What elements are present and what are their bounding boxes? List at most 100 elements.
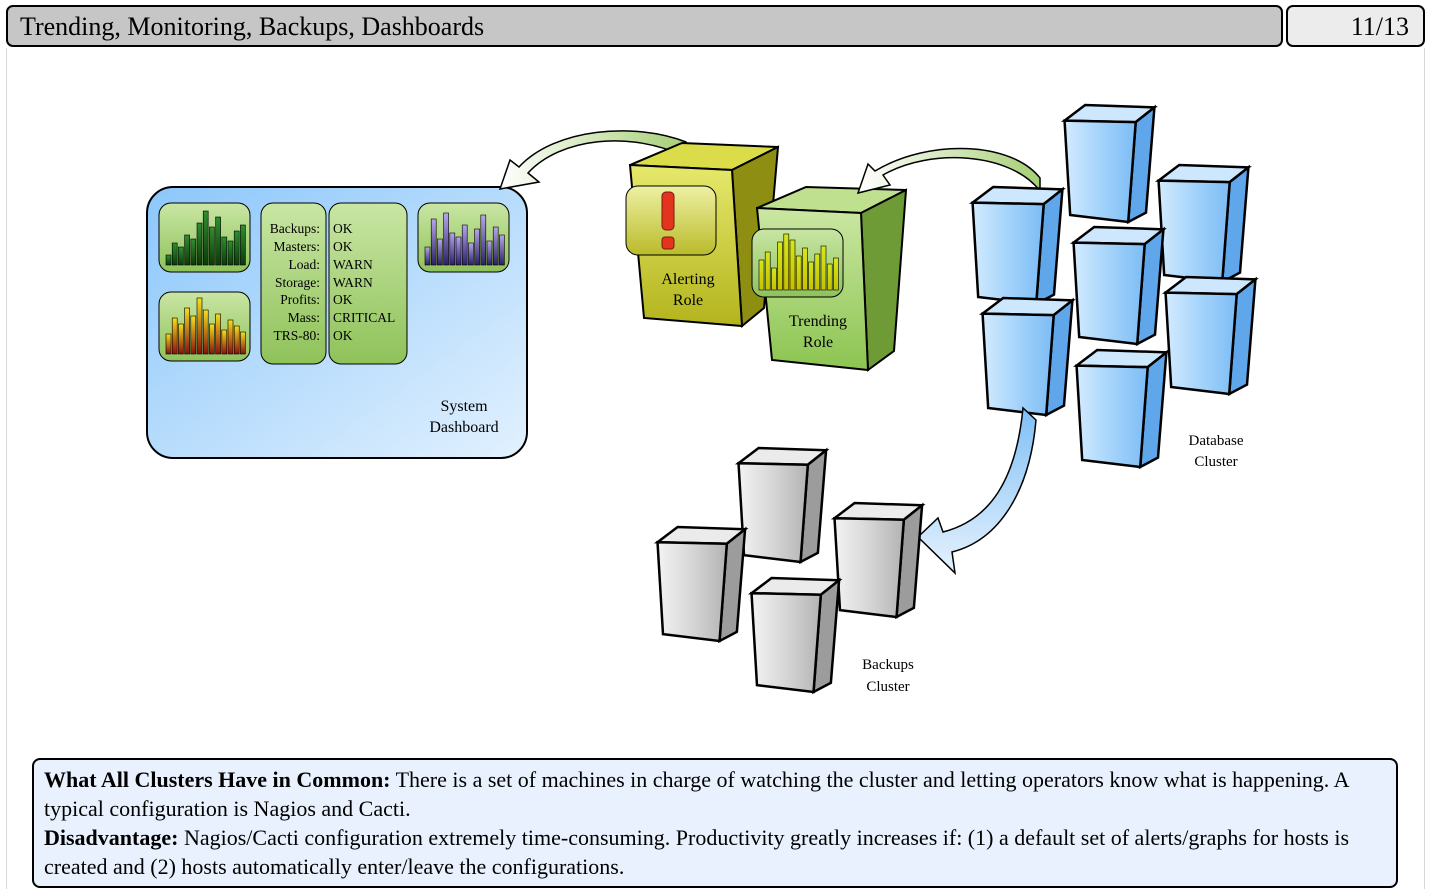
backup-server xyxy=(830,501,926,620)
backups-cluster-label-line1: Backups xyxy=(862,657,914,673)
dashboard-label-line1: System xyxy=(440,398,488,415)
chart-bar xyxy=(814,253,821,291)
status-key-mass: Mass: xyxy=(288,310,320,325)
chart-bar xyxy=(826,263,833,291)
database-server xyxy=(1154,163,1252,285)
trend-graph-icon xyxy=(751,228,844,298)
database-server xyxy=(1069,225,1167,347)
chart-bar xyxy=(789,239,796,291)
database-cluster-label-line1: Database xyxy=(1189,433,1244,449)
chart-bar xyxy=(764,251,771,291)
note-text-common: There is a set of machines in charge of … xyxy=(44,767,1349,821)
chart-bar xyxy=(171,242,178,266)
green-bar-chart-icon xyxy=(158,202,251,273)
chart-bar xyxy=(820,245,827,291)
status-value-profits: OK xyxy=(333,292,353,307)
status-key-load: Load: xyxy=(289,257,321,272)
status-value-storage: WARN xyxy=(333,275,373,290)
status-value-backups: OK xyxy=(333,221,353,236)
trending-role-server: Trending Role xyxy=(751,185,908,372)
status-value-trs80: OK xyxy=(333,328,353,343)
database-cluster-label-line2: Cluster xyxy=(1194,454,1237,470)
chart-bar xyxy=(202,309,209,355)
chart-bar xyxy=(771,267,777,291)
chart-bar xyxy=(424,246,431,266)
chart-bar xyxy=(492,226,499,266)
chart-bar xyxy=(227,240,234,266)
chart-bar xyxy=(808,261,814,291)
chart-bar xyxy=(474,228,480,266)
chart-bar xyxy=(190,238,197,266)
status-value-mass: CRITICAL xyxy=(333,310,395,325)
slide-title-bar: Trending, Monitoring, Backups, Dashboard… xyxy=(6,5,1283,47)
chart-bar xyxy=(802,247,808,291)
status-value-load: WARN xyxy=(333,257,373,272)
chart-bar xyxy=(461,224,468,266)
database-server xyxy=(978,296,1076,418)
chart-bar xyxy=(233,230,240,266)
chart-bar xyxy=(499,234,505,266)
database-cluster xyxy=(968,103,1259,470)
alerting-role-label-line2: Role xyxy=(673,292,703,309)
summary-note: What All Clusters Have in Common: There … xyxy=(32,758,1398,888)
slide-frame xyxy=(6,48,1425,889)
chart-bar xyxy=(215,216,221,266)
alerting-role-label-line1: Alerting xyxy=(661,271,714,288)
arrow-database-to-backups xyxy=(916,406,1037,576)
backup-server xyxy=(653,525,749,644)
status-key-trs80: TRS-80: xyxy=(273,328,320,343)
red-yellow-bar-chart-icon xyxy=(158,291,251,362)
status-key-masters: Masters: xyxy=(274,239,321,254)
chart-bar xyxy=(430,218,437,266)
chart-bar xyxy=(190,315,197,355)
chart-bar xyxy=(233,325,240,355)
status-key-storage: Storage: xyxy=(275,275,320,290)
status-key-backups: Backups: xyxy=(270,221,320,236)
status-keys-panel xyxy=(260,202,327,365)
chart-bar xyxy=(227,319,234,355)
purple-bar-chart-icon xyxy=(417,202,510,273)
status-value-masters: OK xyxy=(333,239,353,254)
chart-bar xyxy=(221,236,228,266)
database-server xyxy=(1060,103,1158,225)
chart-bar xyxy=(196,297,203,355)
database-server xyxy=(968,185,1066,307)
chart-bar xyxy=(209,323,215,355)
dashboard-label-line2: Dashboard xyxy=(429,419,498,436)
note-heading-disadvantage: Disadvantage: xyxy=(44,825,179,850)
chart-bar xyxy=(209,226,215,266)
database-server xyxy=(1072,348,1170,470)
note-paragraph-2: Disadvantage: Nagios/Cacti configuration… xyxy=(44,823,1386,881)
chart-bar xyxy=(165,254,172,266)
chart-bar xyxy=(178,246,184,266)
architecture-diagram: Backups: Masters: Load: Storage: Profits… xyxy=(146,103,1259,695)
trending-role-label-line2: Role xyxy=(803,334,833,351)
backups-cluster-label-line2: Cluster xyxy=(866,679,909,695)
chart-bar xyxy=(196,222,203,266)
page-number-box: 11/13 xyxy=(1286,5,1425,47)
chart-bar xyxy=(184,234,190,266)
chart-bar xyxy=(449,232,456,266)
chart-bar xyxy=(221,329,228,355)
chart-bar xyxy=(833,257,839,291)
chart-bar xyxy=(443,212,449,266)
backups-cluster xyxy=(653,446,926,695)
database-server xyxy=(1161,275,1259,397)
chart-bar xyxy=(202,210,209,266)
slide-title: Trending, Monitoring, Backups, Dashboard… xyxy=(20,12,485,41)
backup-server xyxy=(747,576,843,695)
chart-bar xyxy=(783,233,790,291)
chart-bar xyxy=(795,255,802,291)
note-text-disadvantage: Nagios/Cacti configuration extremely tim… xyxy=(44,825,1350,879)
chart-bar xyxy=(240,224,246,266)
arrow-alerting-to-dashboard xyxy=(498,130,687,190)
chart-bar xyxy=(215,313,221,355)
chart-bar xyxy=(486,240,493,266)
arrow-database-to-trending xyxy=(856,147,1041,195)
chart-bar xyxy=(240,331,246,355)
trending-role-label-line1: Trending xyxy=(789,313,847,330)
chart-bar xyxy=(178,323,184,355)
system-dashboard: Backups: Masters: Load: Storage: Profits… xyxy=(146,186,528,459)
note-heading-common: What All Clusters Have in Common: xyxy=(44,767,391,792)
chart-bar xyxy=(171,317,178,355)
